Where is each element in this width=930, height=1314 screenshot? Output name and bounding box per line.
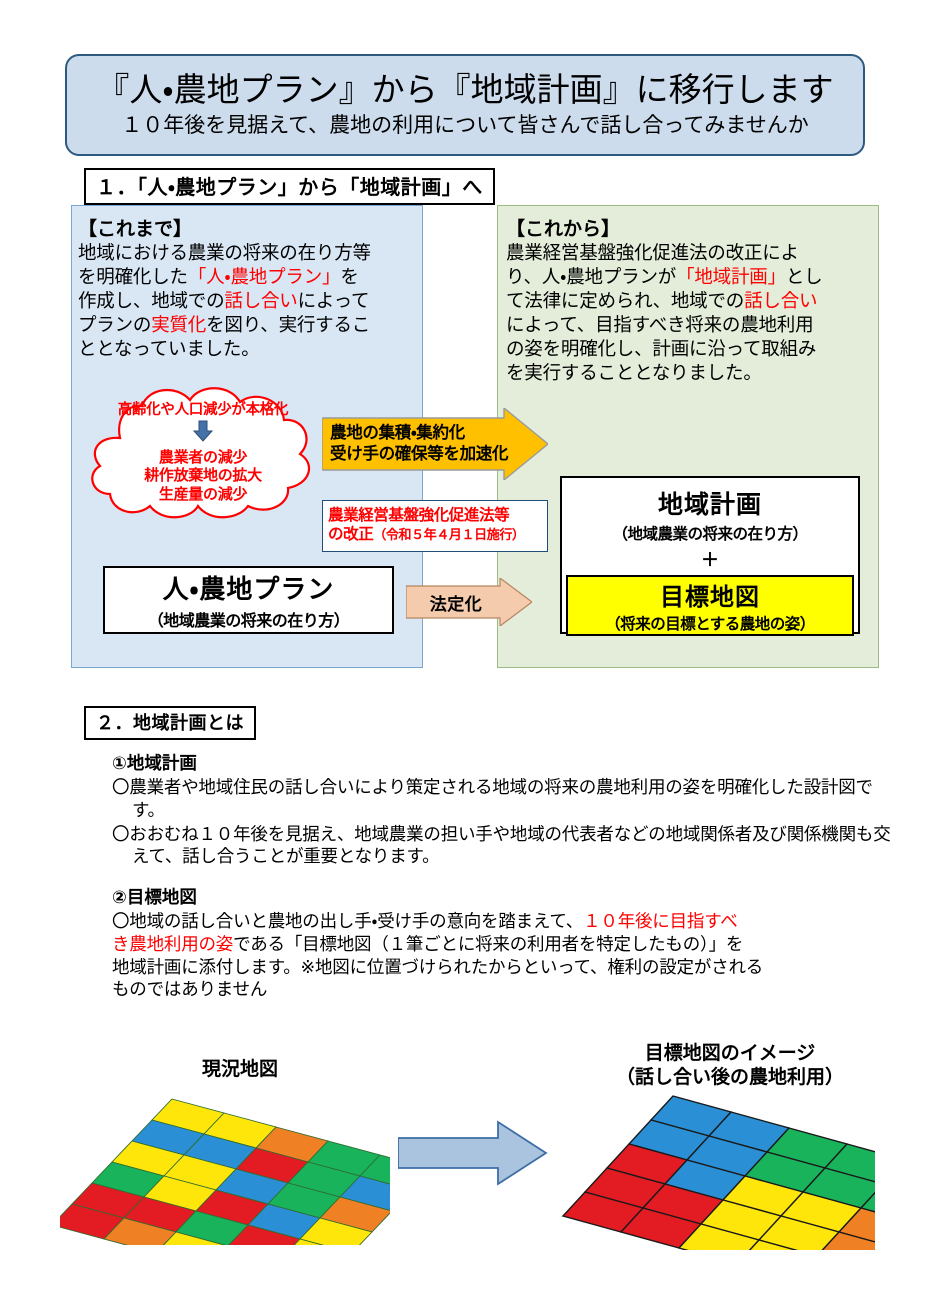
cloud-item-0: 農業者の減少 xyxy=(158,449,248,466)
text-line-0: 地域における農業の将来の在り方等 xyxy=(78,242,371,263)
cloud-down-arrow-icon xyxy=(192,420,214,447)
cloud-text-block: 高齢化や人口減少が本格化 農業者の減少 耕作放棄地の拡大 生産量の減少 xyxy=(78,378,328,526)
cloud-shape xyxy=(78,378,328,526)
past-paragraph: 地域における農業の将来の在り方等を明確化した「人・農地プラン」を作成し、地域での… xyxy=(78,241,418,361)
text-line-1: を明確化した「人・農地プラン」を xyxy=(78,266,359,288)
item1-heading: ①地域計画 xyxy=(112,753,197,773)
arrow-legalization-label: 法定化 xyxy=(429,594,483,614)
cloud-headline: 高齢化や人口減少が本格化 xyxy=(117,402,289,418)
current-map-caption: 現況地図 xyxy=(201,1059,278,1080)
chiiki-box-title: 地域計画 xyxy=(657,491,762,519)
past-text-block: 【これまで】 地域における農業の将来の在り方等を明確化した「人・農地プラン」を作… xyxy=(78,214,418,361)
law-revision-box: 農業経営基盤強化促進法等 の改正（令和５年４月１日施行） xyxy=(322,500,548,552)
title-banner: 『人・農地プラン』から『地域計画』に移行します １０年後を見据えて、農地の利用に… xyxy=(65,54,865,156)
chiiki-box-subtitle: （地域農業の将来の在り方） xyxy=(612,526,808,543)
law-line2-main: の改正 xyxy=(328,526,374,543)
law-line2: の改正（令和５年４月１日施行） xyxy=(328,526,547,545)
page-title: 『人・農地プラン』から『地域計画』に移行します xyxy=(96,71,834,109)
arrow-accelerate-line1: 農地の集積・集約化 xyxy=(330,423,465,442)
arrow-accelerate xyxy=(321,406,550,482)
text-line-2: 地域計画に添付します。※地図に位置づけられたからといって、権利の設定がされる xyxy=(112,956,764,977)
law-line2-small: （令和５年４月１日施行） xyxy=(373,527,525,542)
mokuhyo-box-subtitle: （将来の目標とする農地の姿） xyxy=(605,616,815,633)
current-map-grid xyxy=(51,1095,433,1296)
item2-paragraph: 〇地域の話し合いと農地の出し手・受け手の意向を踏まえて、１０年後に目指すべき農地… xyxy=(112,910,892,1001)
chiiki-keikaku-box: 地域計画 （地域農業の将来の在り方） ＋ 目標地図 （将来の目標とする農地の姿） xyxy=(560,476,860,636)
text-line-0: 〇地域の話し合いと農地の出し手・受け手の意向を踏まえて、１０年後に目指すべ xyxy=(112,911,738,931)
text-line-1: り、人・農地プランが「地域計画」とし xyxy=(506,266,823,288)
future-text-block: 【これから】 農業経営基盤強化促進法の改正により、人・農地プランが「地域計画」と… xyxy=(506,214,876,385)
target-map-caption-line2: （話し合い後の農地利用） xyxy=(615,1066,844,1088)
future-paragraph: 農業経営基盤強化促進法の改正により、人・農地プランが「地域計画」として法律に定め… xyxy=(506,241,876,385)
section-1-heading: １．「人・農地プラン」から「地域計画」へ xyxy=(84,168,495,205)
text-line-3: によって、目指すべき将来の農地利用 xyxy=(506,314,814,336)
item1-bullet-1: 〇おおむね１０年後を見据え、地域農業の担い手や地域の代表者などの地域関係者及び関… xyxy=(112,823,891,867)
arrow-legalization xyxy=(405,576,533,628)
text-line-4: の姿を明確化し、計画に沿って取組み xyxy=(506,338,817,360)
cloud-item-2: 生産量の減少 xyxy=(158,485,248,503)
text-line-5: を実行することとなりました。 xyxy=(506,362,762,384)
mokuhyo-chizu-box: 目標地図 （将来の目標とする農地の姿） xyxy=(566,575,854,636)
arrow-accelerate-text: 農地の集積・集約化 受け手の確保等を加速化 xyxy=(330,414,520,474)
law-line1: 農業経営基盤強化促進法等 xyxy=(328,507,510,525)
page-subtitle: １０年後を見据えて、農地の利用について皆さんで話し合ってみませんか xyxy=(121,113,809,137)
arrow-transition xyxy=(397,1118,548,1188)
future-label: 【これから】 xyxy=(506,219,621,240)
text-line-1: き農地利用の姿である「目標地図（１筆ごとに将来の利用者を特定したもの）」を xyxy=(112,933,744,954)
target-map-caption-line1: 目標地図のイメージ xyxy=(644,1043,816,1064)
past-label: 【これまで】 xyxy=(78,219,193,240)
mokuhyo-box-title: 目標地図 xyxy=(660,584,760,611)
text-line-3: ものではありません xyxy=(112,979,268,1000)
item2-heading: ②目標地図 xyxy=(112,887,197,907)
text-line-0: 農業経営基盤強化促進法の改正によ xyxy=(506,242,799,263)
target-map-grid xyxy=(555,1090,930,1297)
item1-bullet-0: 〇農業者や地域住民の話し合いにより策定される地域の将来の農地利用の姿を明確化した… xyxy=(112,777,873,820)
arrow-accelerate-line2: 受け手の確保等を加速化 xyxy=(330,445,509,463)
cloud-item-1: 耕作放棄地の拡大 xyxy=(144,467,262,485)
hito-nouchi-plan-box: 人・農地プラン （地域農業の将来の在り方） xyxy=(103,566,394,634)
text-line-2: て法律に定められ、地域での話し合い xyxy=(506,290,818,312)
target-map-caption: 目標地図のイメージ （話し合い後の農地利用） xyxy=(590,1042,870,1090)
text-line-2: 作成し、地域での話し合いによって xyxy=(78,290,370,312)
section-2-heading: ２．地域計画とは xyxy=(84,706,256,740)
plan-box-subtitle: （地域農業の将来の在り方） xyxy=(147,613,350,630)
text-line-3: プランの実質化を図り、実行するこ xyxy=(78,314,371,336)
text-line-4: ととなっていました。 xyxy=(78,338,260,360)
plus-sign: ＋ xyxy=(701,550,719,570)
plan-box-title: 人・農地プラン xyxy=(162,574,335,604)
section-2-body: ①地域計画 〇農業者や地域住民の話し合いにより策定される地域の将来の農地利用の姿… xyxy=(112,748,892,1001)
